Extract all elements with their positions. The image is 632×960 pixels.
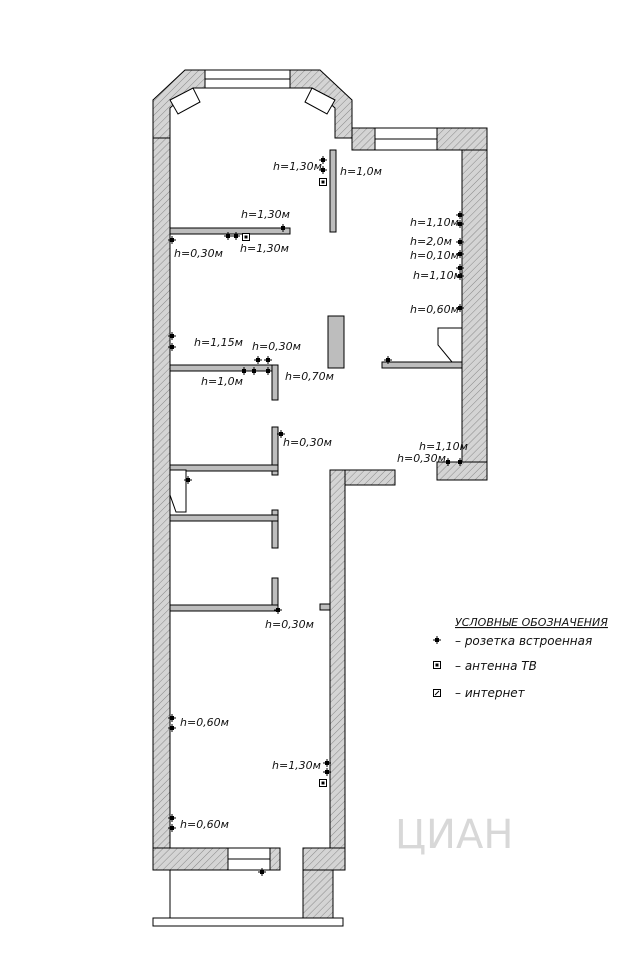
right-wall — [461, 149, 488, 481]
height-label: h=2,0м — [410, 235, 452, 248]
bay-window-wall — [152, 69, 353, 139]
watermark: ЦИАН — [395, 812, 513, 858]
height-labels: h=1,30м h=1,0м h=1,30м h=0,30м h=1,30м h… — [174, 160, 468, 831]
height-label: h=0,70м — [285, 370, 334, 383]
height-label: h=0,30м — [252, 340, 301, 353]
height-label: h=1,30м — [240, 242, 289, 255]
height-label: h=0,30м — [397, 452, 446, 465]
height-label: h=1,30м — [241, 208, 290, 221]
height-label: h=0,60м — [180, 716, 229, 729]
height-label: h=0,30м — [283, 436, 332, 449]
height-label: h=0,30м — [174, 247, 223, 260]
tv-antenna-icon — [319, 178, 327, 186]
balcony — [152, 869, 344, 927]
inner-right-wall — [329, 469, 346, 871]
socket-icon — [253, 355, 263, 365]
height-label: h=1,10м — [419, 440, 468, 453]
left-wall — [152, 99, 171, 871]
height-label: h=0,10м — [410, 249, 459, 262]
bottom-wall-mid — [269, 847, 281, 871]
height-label: h=1,15м — [194, 336, 243, 349]
height-label: h=0,30м — [265, 618, 314, 631]
socket-icon — [263, 355, 273, 365]
height-label: h=1,10м — [410, 216, 459, 229]
height-label: h=1,10м — [413, 269, 462, 282]
legend-title: УСЛОВНЫЕ ОБОЗНАЧЕНИЯ — [455, 616, 608, 629]
bottom-wall-left — [152, 847, 229, 871]
legend-internet-text: – интернет — [455, 686, 526, 700]
bottom-wall-right — [302, 847, 346, 871]
height-label: h=1,0м — [340, 165, 382, 178]
height-label: h=1,30м — [272, 759, 321, 772]
tv-antenna-icon — [242, 233, 250, 241]
internet-icon — [433, 689, 441, 697]
legend: УСЛОВНЫЕ ОБОЗНАЧЕНИЯ – розетка встроенна… — [432, 616, 608, 700]
height-label: h=0,60м — [410, 303, 459, 316]
windows — [169, 69, 438, 871]
interior-walls — [169, 149, 463, 612]
legend-tv-text: – антенна ТВ — [455, 659, 537, 673]
height-label: h=1,0м — [201, 375, 243, 388]
height-label: h=0,60м — [180, 818, 229, 831]
height-label: h=1,30м — [273, 160, 322, 173]
bathroom-details — [169, 327, 463, 513]
legend-socket-text: – розетка встроенная — [455, 634, 592, 648]
tv-antenna-icon — [433, 661, 441, 669]
tv-antenna-icon — [319, 779, 327, 787]
socket-icon — [432, 635, 442, 645]
